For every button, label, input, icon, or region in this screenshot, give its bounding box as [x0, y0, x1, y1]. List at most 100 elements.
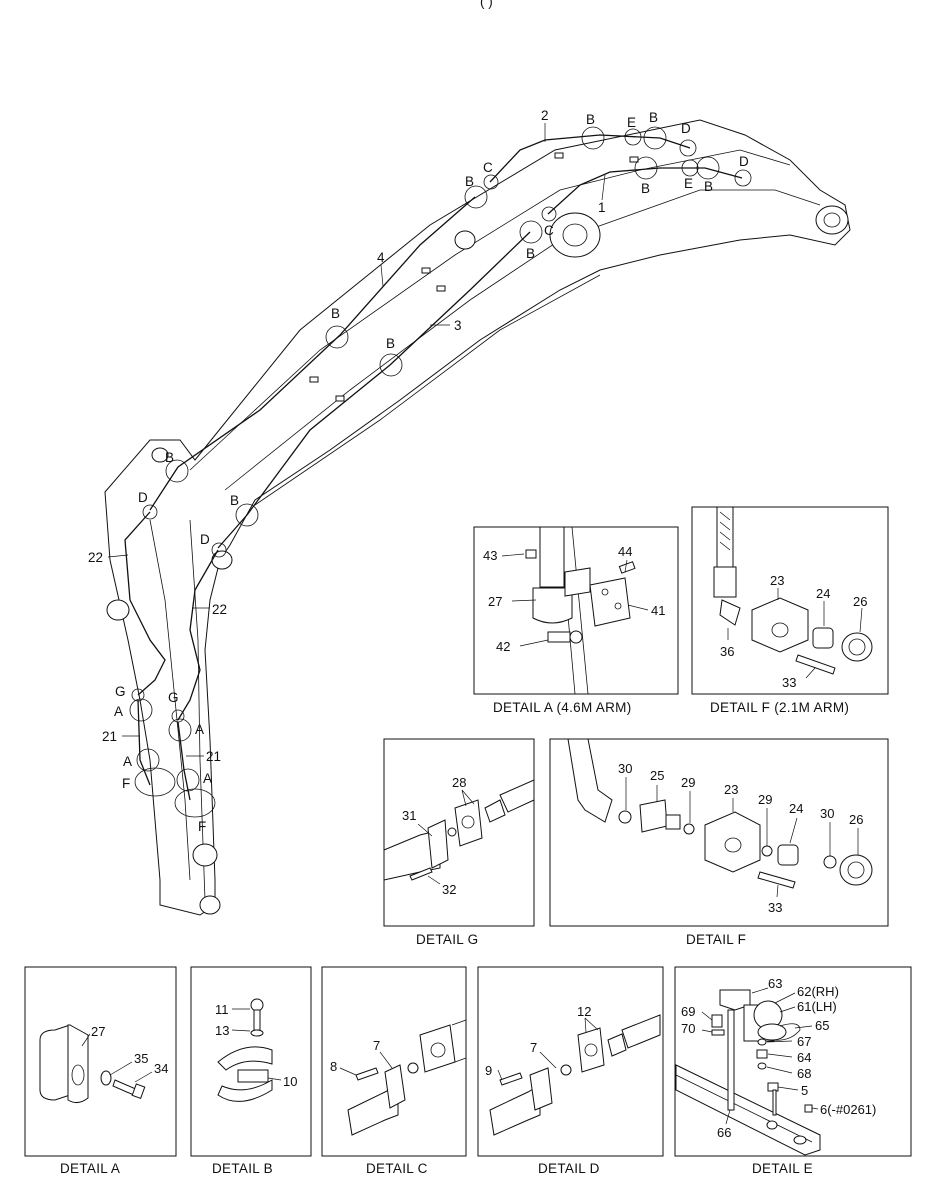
part-29[interactable]: 29 [758, 792, 772, 807]
letter-b[interactable]: B [586, 112, 595, 127]
part-67[interactable]: 67 [797, 1034, 811, 1049]
letter-f[interactable]: F [198, 819, 206, 834]
part-36[interactable]: 36 [720, 644, 734, 659]
part-24[interactable]: 24 [789, 801, 803, 816]
letter-b[interactable]: B [465, 174, 474, 189]
circle-a[interactable] [129, 698, 153, 722]
part-33[interactable]: 33 [782, 675, 796, 690]
callout-3[interactable]: 3 [454, 318, 462, 333]
part-7[interactable]: 7 [530, 1040, 537, 1055]
part-66[interactable]: 66 [717, 1125, 731, 1140]
callout-2[interactable]: 2 [541, 108, 549, 123]
part-43[interactable]: 43 [483, 548, 497, 563]
part-11[interactable]: 11 [215, 1002, 229, 1017]
letter-d[interactable]: D [138, 490, 148, 505]
circle-b[interactable] [634, 156, 658, 180]
part-13[interactable]: 13 [215, 1023, 229, 1038]
part-32[interactable]: 32 [442, 882, 456, 897]
circle-d[interactable] [734, 169, 752, 187]
circle-b[interactable] [464, 185, 488, 209]
part-23[interactable]: 23 [724, 782, 738, 797]
circle-g[interactable] [131, 688, 145, 702]
part-7[interactable]: 7 [373, 1038, 380, 1053]
part-9[interactable]: 9 [485, 1063, 492, 1078]
part-64[interactable]: 64 [797, 1050, 811, 1065]
letter-b[interactable]: B [641, 181, 650, 196]
circle-b[interactable] [643, 126, 667, 150]
circle-b[interactable] [325, 325, 349, 349]
part-6[interactable]: 6(-#0261) [820, 1102, 876, 1117]
part-68[interactable]: 68 [797, 1066, 811, 1081]
letter-b[interactable]: B [386, 336, 395, 351]
circle-a[interactable] [168, 718, 192, 742]
part-30[interactable]: 30 [618, 761, 632, 776]
part-27[interactable]: 27 [488, 594, 502, 609]
callout-22a[interactable]: 22 [88, 550, 103, 565]
part-61[interactable]: 61(LH) [797, 999, 837, 1014]
part-10[interactable]: 10 [283, 1074, 297, 1089]
part-8[interactable]: 8 [330, 1059, 337, 1074]
circle-d[interactable] [211, 542, 227, 558]
circle-g[interactable] [171, 709, 185, 723]
part-30[interactable]: 30 [820, 806, 834, 821]
letter-b[interactable]: B [704, 179, 713, 194]
letter-a[interactable]: A [203, 771, 212, 786]
part-27[interactable]: 27 [91, 1024, 105, 1039]
callout-21b[interactable]: 21 [206, 749, 221, 764]
circle-b[interactable] [696, 156, 720, 180]
letter-a[interactable]: A [114, 704, 123, 719]
letter-b[interactable]: B [526, 246, 535, 261]
part-12[interactable]: 12 [577, 1004, 591, 1019]
letter-c[interactable]: C [483, 160, 493, 175]
part-44[interactable]: 44 [618, 544, 632, 559]
circle-b[interactable] [165, 459, 189, 483]
part-35[interactable]: 35 [134, 1051, 148, 1066]
letter-b[interactable]: B [331, 306, 340, 321]
circle-b[interactable] [235, 503, 259, 527]
part-26[interactable]: 26 [849, 812, 863, 827]
letter-a[interactable]: A [123, 754, 132, 769]
circle-b[interactable] [519, 220, 543, 244]
part-28[interactable]: 28 [452, 775, 466, 790]
callout-22b[interactable]: 22 [212, 602, 227, 617]
part-25[interactable]: 25 [650, 768, 664, 783]
part-26[interactable]: 26 [853, 594, 867, 609]
circle-d[interactable] [142, 504, 158, 520]
circle-a[interactable] [176, 768, 200, 792]
circle-e[interactable] [681, 159, 699, 177]
letter-b[interactable]: B [230, 493, 239, 508]
letter-b[interactable]: B [165, 450, 174, 465]
part-23[interactable]: 23 [770, 573, 784, 588]
part-63[interactable]: 63 [768, 976, 782, 991]
circle-b[interactable] [379, 353, 403, 377]
callout-4[interactable]: 4 [377, 250, 385, 265]
circle-e[interactable] [624, 128, 642, 146]
part-70[interactable]: 70 [681, 1021, 695, 1036]
letter-b[interactable]: B [649, 110, 658, 125]
circle-f[interactable] [134, 767, 176, 797]
letter-f[interactable]: F [122, 776, 130, 791]
letter-d[interactable]: D [681, 121, 691, 136]
part-34[interactable]: 34 [154, 1061, 168, 1076]
letter-c[interactable]: C [544, 223, 554, 238]
part-41[interactable]: 41 [651, 603, 665, 618]
letter-d[interactable]: D [200, 532, 210, 547]
callout-21a[interactable]: 21 [102, 729, 117, 744]
circle-b[interactable] [581, 126, 605, 150]
circle-a[interactable] [136, 748, 160, 772]
part-24[interactable]: 24 [816, 586, 830, 601]
part-42[interactable]: 42 [496, 639, 510, 654]
letter-g[interactable]: G [115, 684, 126, 699]
part-65[interactable]: 65 [815, 1018, 829, 1033]
letter-g[interactable]: G [168, 690, 179, 705]
part-62[interactable]: 62(RH) [797, 984, 839, 999]
letter-e[interactable]: E [627, 115, 636, 130]
circle-d[interactable] [679, 139, 697, 157]
letter-a[interactable]: A [195, 722, 204, 737]
part-31[interactable]: 31 [402, 808, 416, 823]
letter-d[interactable]: D [739, 154, 749, 169]
circle-f[interactable] [174, 788, 216, 818]
callout-1[interactable]: 1 [598, 200, 606, 215]
part-5[interactable]: 5 [801, 1083, 808, 1098]
part-29[interactable]: 29 [681, 775, 695, 790]
